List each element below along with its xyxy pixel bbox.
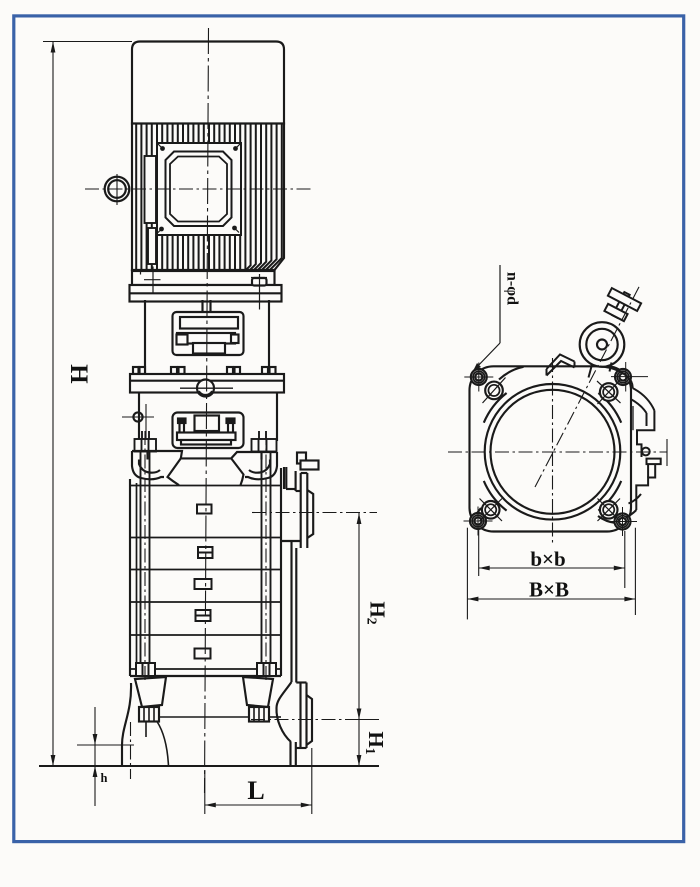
svg-text:b×b: b×b bbox=[530, 547, 565, 571]
svg-text:H2: H2 bbox=[364, 601, 390, 624]
svg-text:n-φd: n-φd bbox=[504, 272, 521, 305]
svg-text:L: L bbox=[247, 776, 264, 805]
svg-text:h: h bbox=[101, 771, 108, 785]
svg-text:H1: H1 bbox=[362, 731, 388, 754]
svg-text:B×B: B×B bbox=[529, 578, 569, 602]
svg-text:H: H bbox=[65, 364, 92, 384]
